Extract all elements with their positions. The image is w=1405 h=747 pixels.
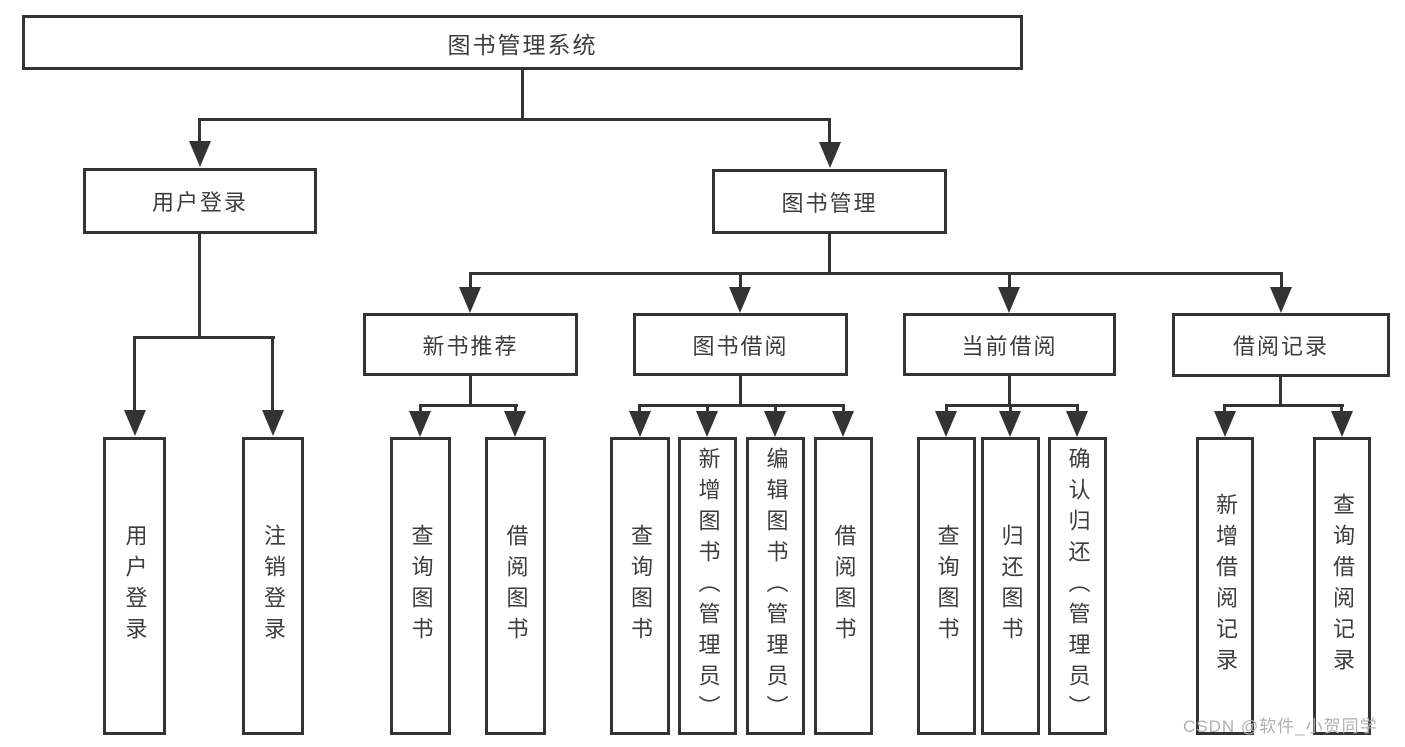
leaf-borrow-books: 借阅图书 <box>814 437 873 735</box>
connector-line <box>514 404 517 414</box>
connector-line <box>706 404 709 414</box>
leaf-confirm-return-admin: 确认归还（管理员） <box>1048 437 1107 735</box>
connector-line <box>739 376 742 407</box>
node-user-login-branch: 用户登录 <box>83 168 317 234</box>
connector-line <box>828 234 831 274</box>
arrowhead-down-icon <box>629 411 651 437</box>
arrowhead-down-icon <box>819 142 841 168</box>
connector-line <box>521 68 524 118</box>
node-library-management-system: 图书管理系统 <box>22 15 1023 70</box>
connector-line <box>1279 377 1282 407</box>
connector-line <box>1076 404 1079 414</box>
connector-line <box>1008 376 1011 407</box>
connector-line <box>945 404 1079 407</box>
arrowhead-down-icon <box>189 141 211 167</box>
arrowhead-down-icon <box>409 411 431 437</box>
connector-line <box>133 336 275 339</box>
arrowhead-down-icon <box>935 411 957 437</box>
connector-line <box>419 404 422 414</box>
leaf-query-borrow-record: 查询借阅记录 <box>1313 437 1371 735</box>
node-borrow-records: 借阅记录 <box>1172 313 1390 377</box>
leaf-query-books-recommend: 查询图书 <box>390 437 451 735</box>
connector-line <box>198 118 831 121</box>
arrowhead-down-icon <box>1214 411 1236 437</box>
arrowhead-down-icon <box>764 411 786 437</box>
leaf-add-borrow-record: 新增借阅记录 <box>1196 437 1254 735</box>
connector-line <box>1008 272 1011 288</box>
connector-line <box>739 272 742 288</box>
connector-line <box>1009 404 1012 414</box>
arrowhead-down-icon <box>1066 411 1088 437</box>
connector-line <box>419 404 518 407</box>
connector-line <box>469 376 472 407</box>
connector-line <box>1223 404 1344 407</box>
arrowhead-down-icon <box>696 411 718 437</box>
leaf-borrow-books-recommend: 借阅图书 <box>485 437 546 735</box>
connector-line <box>774 404 777 414</box>
connector-line <box>1280 272 1283 288</box>
leaf-query-books-borrow: 查询图书 <box>610 437 670 735</box>
arrowhead-down-icon <box>1331 411 1353 437</box>
connector-line <box>469 272 1283 275</box>
node-current-borrow: 当前借阅 <box>903 313 1116 376</box>
connector-line <box>198 234 201 339</box>
leaf-return-books: 归还图书 <box>981 437 1040 735</box>
connector-line <box>198 118 201 144</box>
connector-line <box>638 404 845 407</box>
arrowhead-down-icon <box>832 411 854 437</box>
connector-line <box>1340 404 1343 414</box>
leaf-add-books-admin: 新增图书（管理员） <box>678 437 737 735</box>
connector-line <box>133 336 136 412</box>
arrowhead-down-icon <box>262 410 284 436</box>
arrowhead-down-icon <box>729 287 751 313</box>
connector-line <box>469 272 472 288</box>
arrowhead-down-icon <box>998 287 1020 313</box>
leaf-logout: 注销登录 <box>242 437 304 735</box>
connector-line <box>828 118 831 144</box>
connector-line <box>638 404 641 414</box>
connector-line <box>1223 404 1226 414</box>
node-book-management-branch: 图书管理 <box>712 169 947 234</box>
arrowhead-down-icon <box>999 411 1021 437</box>
connector-line <box>842 404 845 414</box>
node-book-borrow: 图书借阅 <box>633 313 848 376</box>
csdn-watermark: CSDN @软件_小贺同学 <box>1183 717 1378 736</box>
connector-line <box>945 404 948 414</box>
leaf-query-books-current: 查询图书 <box>917 437 976 735</box>
leaf-edit-books-admin: 编辑图书（管理员） <box>746 437 805 735</box>
leaf-user-login: 用户登录 <box>103 437 166 735</box>
arrowhead-down-icon <box>459 287 481 313</box>
connector-line <box>271 336 274 412</box>
arrowhead-down-icon <box>504 411 526 437</box>
arrowhead-down-icon <box>124 410 146 436</box>
arrowhead-down-icon <box>1270 287 1292 313</box>
node-new-book-recommend: 新书推荐 <box>363 313 578 376</box>
